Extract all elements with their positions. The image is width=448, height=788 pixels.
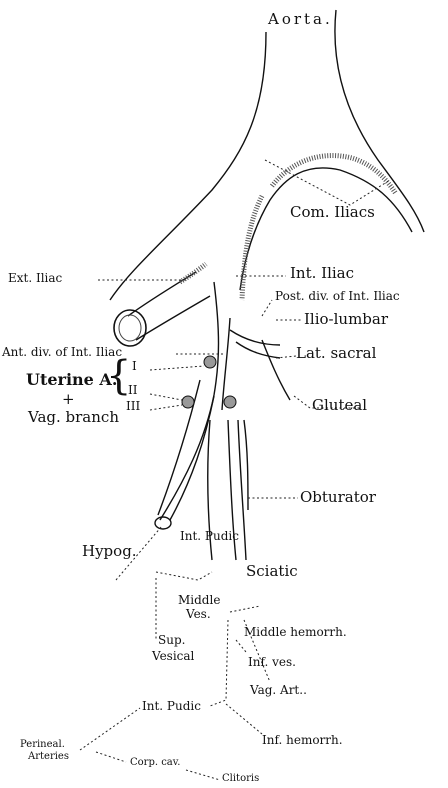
lead-uterine bbox=[150, 366, 204, 410]
label-vag-branch: Vag. branch bbox=[28, 410, 119, 425]
label-perineal-2: Arteries bbox=[28, 752, 69, 762]
external-iliac-lumen bbox=[119, 315, 141, 341]
lead-clitoris bbox=[186, 770, 220, 780]
obturator-branch bbox=[244, 420, 248, 510]
label-int-pudic-upper: Int. Pudic bbox=[180, 530, 239, 542]
label-obturator: Obturator bbox=[300, 490, 376, 505]
label-roman-2: II bbox=[128, 384, 137, 396]
label-gluteal: Gluteal bbox=[312, 398, 367, 413]
lead-inf-ves bbox=[236, 640, 246, 652]
hypogastric-stump bbox=[155, 517, 171, 529]
label-hypog: Hypog. bbox=[82, 544, 137, 559]
aorta-left-wall bbox=[110, 32, 266, 300]
label-plus: + bbox=[62, 392, 75, 407]
label-ext-iliac: Ext. Iliac bbox=[8, 272, 62, 284]
label-perineal-1: Perineal. bbox=[20, 740, 65, 750]
sciatic-branch bbox=[238, 420, 246, 560]
label-sciatic: Sciatic bbox=[246, 564, 298, 579]
common-iliac-shading bbox=[272, 156, 396, 194]
lead-middle-ves bbox=[156, 572, 212, 580]
lead-corp-cav bbox=[96, 752, 126, 762]
lead-middle-hemorrh bbox=[230, 606, 260, 612]
label-middle-hemorrh: Middle hemorrh. bbox=[244, 626, 347, 638]
label-vag-art: Vag. Art.. bbox=[250, 684, 307, 696]
internal-iliac-shading bbox=[242, 196, 262, 300]
lead-int-pudic-lower bbox=[210, 620, 228, 706]
lead-post-div bbox=[262, 300, 272, 316]
label-aorta: Aorta. bbox=[268, 12, 333, 27]
label-corp-cav: Corp. cav. bbox=[130, 758, 180, 768]
uterine-origin-1 bbox=[204, 356, 216, 368]
label-lat-sacral: Lat. sacral bbox=[296, 346, 376, 361]
label-clitoris: Clitoris bbox=[222, 774, 259, 784]
lead-perineal bbox=[80, 708, 140, 750]
label-inf-hemorrh: Inf. hemorrh. bbox=[262, 734, 343, 746]
label-uterine: Uterine A. bbox=[26, 372, 117, 388]
label-com-iliacs: Com. Iliacs bbox=[290, 205, 375, 220]
label-ilio-lumbar: Ilio-lumbar bbox=[304, 312, 388, 327]
uterine-origin-2 bbox=[182, 396, 194, 408]
lead-inf-hemorrh bbox=[226, 704, 262, 734]
uterine-origin-3 bbox=[224, 396, 236, 408]
label-inf-ves: Inf. ves. bbox=[248, 656, 296, 668]
label-post-div: Post. div. of Int. Iliac bbox=[275, 290, 400, 302]
label-int-iliac: Int. Iliac bbox=[290, 266, 354, 281]
posterior-division bbox=[230, 330, 280, 358]
label-sup-vesical-2: Vesical bbox=[152, 650, 194, 662]
label-middle-ves-1: Middle bbox=[178, 594, 220, 606]
label-sup-vesical-1: Sup. bbox=[158, 634, 185, 646]
label-middle-ves-2: Ves. bbox=[186, 608, 211, 620]
label-ant-div: Ant. div. of Int. Iliac bbox=[2, 346, 122, 358]
gluteal-branch bbox=[262, 340, 290, 400]
lead-com-iliacs bbox=[265, 160, 390, 205]
label-roman-3: III bbox=[126, 400, 140, 412]
aorta-right-wall bbox=[335, 10, 424, 232]
label-int-pudic-lower: Int. Pudic bbox=[142, 700, 201, 712]
label-roman-1: I bbox=[132, 360, 137, 372]
